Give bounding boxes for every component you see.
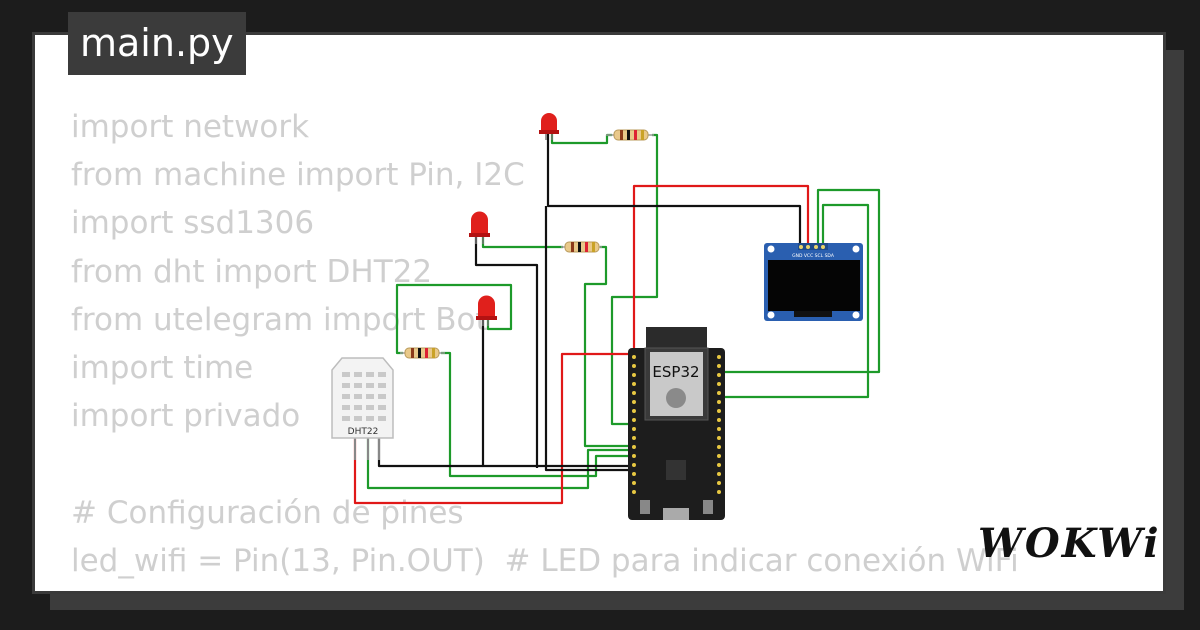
wire-green xyxy=(720,188,881,374)
wokwi-logo: WOKWi xyxy=(978,520,1161,567)
code-line: from machine import Pin, I2C xyxy=(71,157,525,194)
led xyxy=(469,211,490,244)
wire-black xyxy=(474,236,539,468)
oled-display: GND VCC SCL SDA xyxy=(764,243,863,321)
wire-green xyxy=(441,351,630,478)
preview-card: import network from machine import Pin, I… xyxy=(32,32,1166,594)
wire-red xyxy=(353,352,630,505)
wire-black xyxy=(544,206,630,472)
code-line: led_mqtt = Pin(25, Pin.OUT) # LED para i… xyxy=(71,585,1065,592)
wire-green xyxy=(550,132,612,145)
code-line: from dht import DHT22 xyxy=(71,253,433,290)
wire-black xyxy=(481,318,630,468)
file-tab[interactable]: main.py xyxy=(68,12,246,75)
code-line: import ssd1306 xyxy=(71,205,315,242)
wires xyxy=(353,132,881,505)
code-line: import network xyxy=(71,109,310,145)
wire-green xyxy=(481,236,563,249)
wire-green xyxy=(366,437,630,490)
code-line: import privado xyxy=(71,398,301,435)
led xyxy=(476,295,497,326)
resistor xyxy=(606,129,654,141)
wire-black xyxy=(546,132,802,245)
code-line: import time xyxy=(71,349,254,386)
wire-black xyxy=(377,437,483,468)
wire-green xyxy=(720,203,870,399)
led xyxy=(539,113,559,140)
dht22-sensor: DHT22 xyxy=(331,357,394,460)
code-line: # Configuración de pines xyxy=(71,494,464,531)
resistor xyxy=(400,347,445,359)
code-editor: import network from machine import Pin, I… xyxy=(71,103,1065,592)
wire-green xyxy=(395,283,513,355)
esp32-board: ESP32 xyxy=(628,327,725,520)
dht22-label: DHT22 xyxy=(348,427,379,437)
oled-pin-labels: GND VCC SCL SDA xyxy=(792,253,835,259)
resistor xyxy=(561,241,602,253)
code-line: from utelegram import Bot xyxy=(71,301,488,338)
code-line: led_wifi = Pin(13, Pin.OUT) # LED para i… xyxy=(71,542,1019,579)
esp32-label: ESP32 xyxy=(652,363,699,381)
wire-green xyxy=(583,245,630,448)
